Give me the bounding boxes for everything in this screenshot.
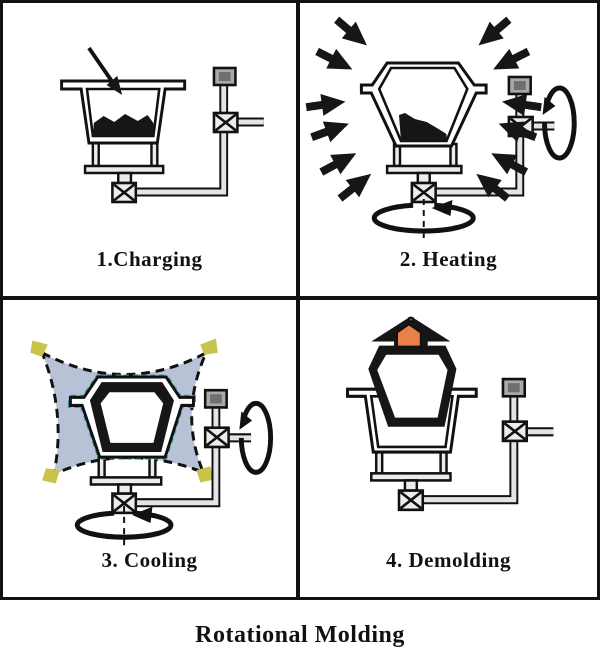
swivel-joint xyxy=(212,111,239,134)
motor-box xyxy=(507,75,532,96)
step-label-charging: 1.Charging xyxy=(96,247,203,271)
step-label-cooling: 3. Cooling xyxy=(101,548,198,572)
rotation-arrow-icon xyxy=(542,85,577,161)
demold-arrow-icon xyxy=(371,316,451,348)
step-panel-demolding: 4. Demolding xyxy=(300,300,597,597)
motor-box xyxy=(501,377,527,398)
charging-diagram xyxy=(60,46,264,204)
pedestal xyxy=(370,450,452,492)
demolding-diagram xyxy=(346,316,554,512)
step-panel-charging: 1.Charging xyxy=(3,3,300,300)
pedestal xyxy=(89,455,163,495)
motor-box xyxy=(212,66,237,87)
polymer-powder xyxy=(92,114,154,136)
motor-box xyxy=(203,388,228,409)
open-mold xyxy=(60,79,187,145)
swivel-joint xyxy=(111,181,138,204)
cooling-diagram xyxy=(30,338,274,548)
step-panel-cooling: 3. Cooling xyxy=(3,300,300,597)
spray-nozzle-icon xyxy=(30,340,48,357)
spin-axis-arrow-icon xyxy=(74,505,174,548)
swivel-joint xyxy=(203,426,230,449)
pedestal xyxy=(83,141,165,185)
spray-nozzle-icon xyxy=(196,466,215,483)
rotation-arrow-icon xyxy=(238,400,274,475)
swivel-joint xyxy=(397,489,425,512)
figure-title: Rotational Molding xyxy=(195,621,405,648)
part-hollow xyxy=(377,354,448,418)
melting-polymer xyxy=(399,113,447,141)
spray-nozzle-icon xyxy=(42,468,60,484)
step-label-demolding: 4. Demolding xyxy=(385,548,511,572)
heating-diagram xyxy=(304,11,577,241)
demolded-part xyxy=(368,345,457,427)
pedestal xyxy=(385,142,463,185)
spin-axis-arrow-icon xyxy=(371,199,476,241)
step-panel-heating: 2. Heating xyxy=(300,3,597,300)
part-hollow xyxy=(100,392,164,443)
step-label-heating: 2. Heating xyxy=(399,247,498,271)
closed-mold-with-part xyxy=(67,374,196,460)
closed-mold xyxy=(359,61,488,148)
process-grid: 1.Charging xyxy=(0,0,600,600)
charge-arrow-icon xyxy=(87,46,123,95)
spray-nozzle-icon xyxy=(200,338,218,355)
swivel-joint xyxy=(501,420,529,443)
